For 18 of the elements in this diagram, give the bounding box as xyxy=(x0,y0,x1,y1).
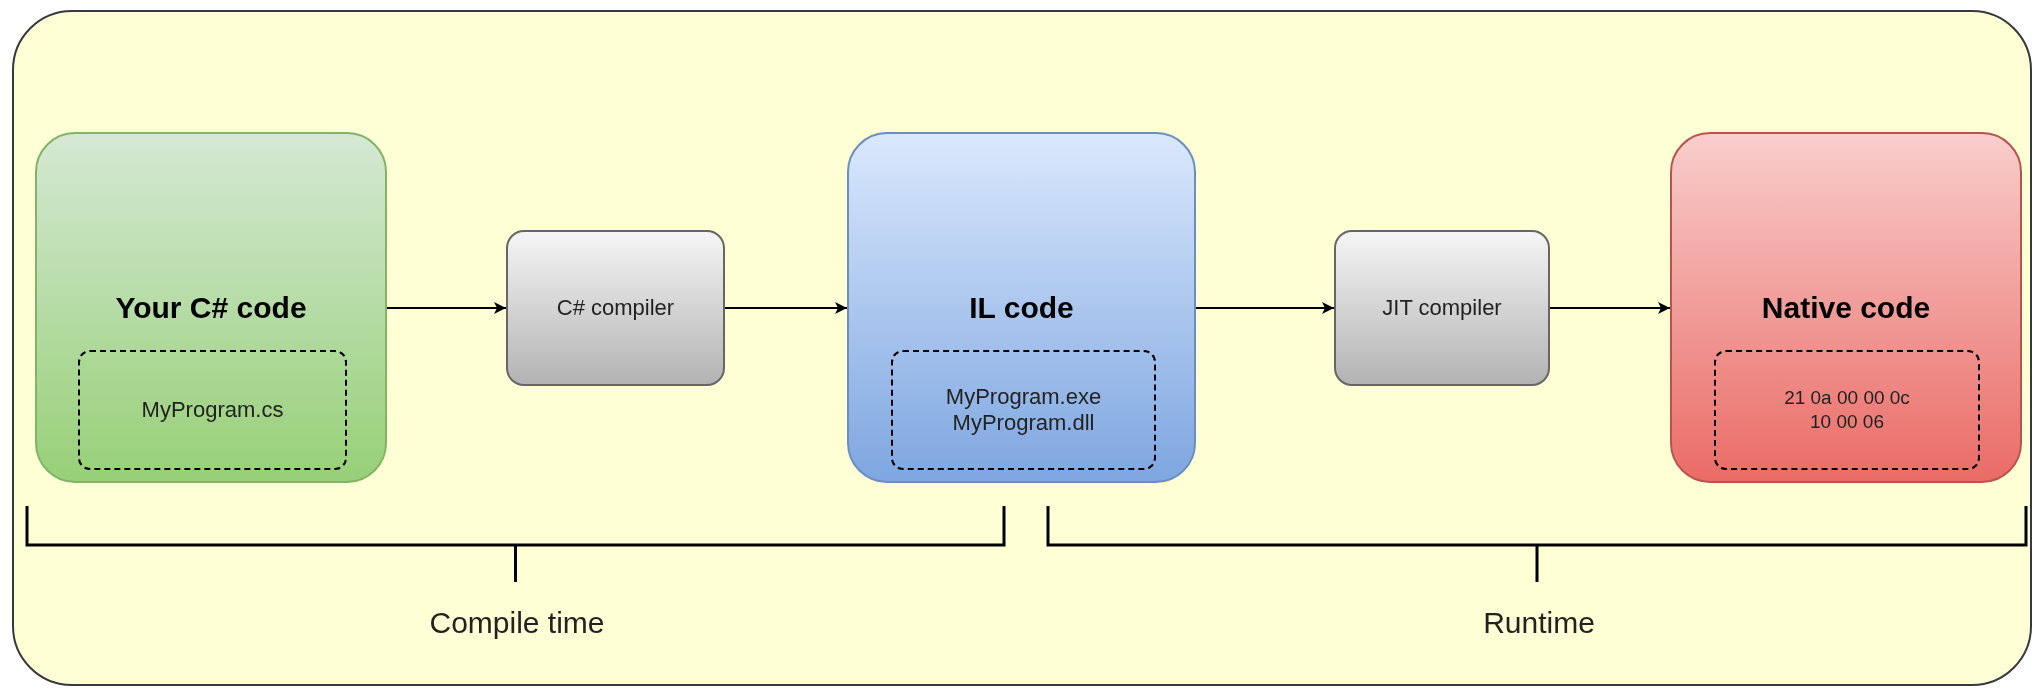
box-title: IL code xyxy=(968,290,1075,326)
arrow xyxy=(1549,302,1671,314)
process-box: C# compiler xyxy=(506,230,725,386)
phase-label: Runtime xyxy=(1483,606,1595,640)
process-box xyxy=(35,132,387,483)
file-box: MyProgram.exe MyProgram.dll xyxy=(891,350,1156,470)
arrow xyxy=(1195,302,1335,314)
file-box: MyProgram.cs xyxy=(78,350,347,470)
file-box: 21 0a 00 00 0c 10 00 06 xyxy=(1714,350,1980,470)
box-title: Your C# code xyxy=(114,290,308,326)
process-box xyxy=(1670,132,2022,483)
box-title: Native code xyxy=(1760,290,1932,326)
process-box: JIT compiler xyxy=(1334,230,1550,386)
arrow xyxy=(724,302,848,314)
arrow xyxy=(386,302,507,314)
phase-label: Compile time xyxy=(429,606,605,640)
process-box xyxy=(847,132,1196,483)
background-panel xyxy=(12,10,2032,686)
